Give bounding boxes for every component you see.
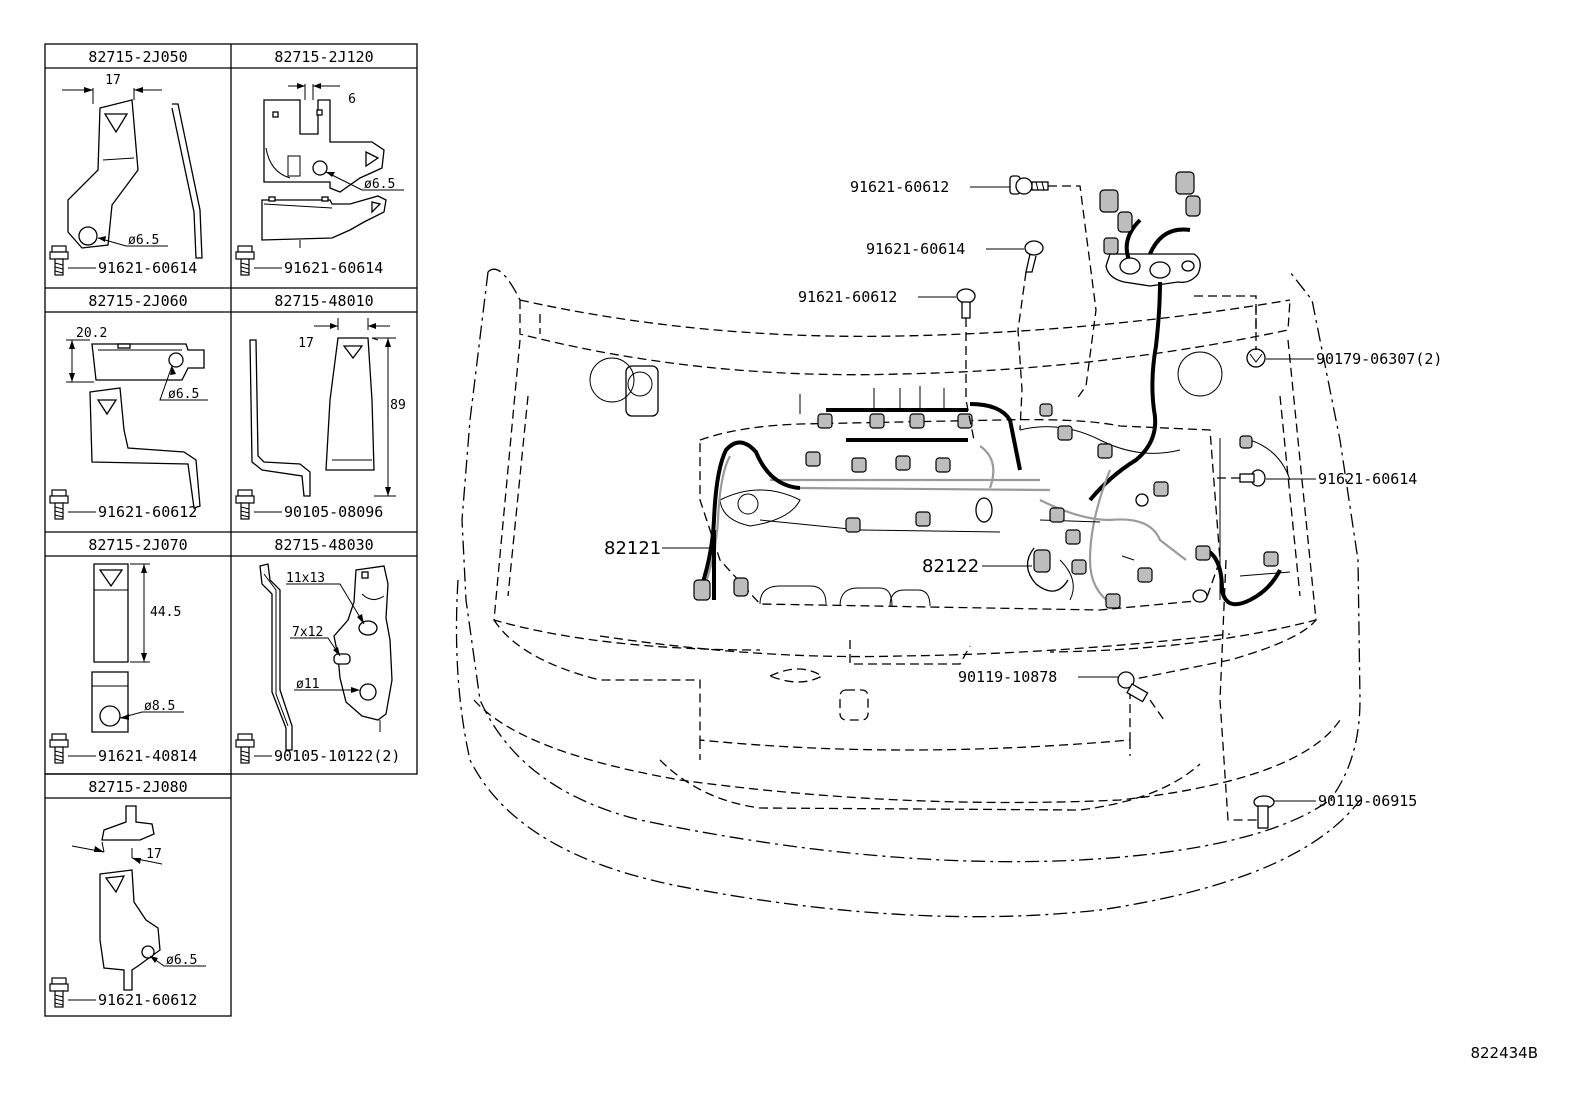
cell-2-dim-hole: ø6.5 [364,177,395,192]
bracket-2j070-drawing: 44.5 ø8.5 91621-40814 [49,563,197,765]
callout-bolt-front: 90119-10878 [958,668,1057,686]
bracket-2j060-drawing: 20.2 ø6.5 91621-60612 [49,326,208,521]
cell-7-bolt: 91621-60612 [98,991,197,1009]
cell-2-bolt: 91621-60614 [284,259,383,277]
figure-id: 822434B [1470,1044,1538,1062]
callout-bolt-top-2: 91621-60614 [866,240,965,258]
bracket-2j120-drawing: 6 ø6.5 91621-60614 [235,83,404,277]
clip-right-icon [1246,348,1266,368]
cell-5-bolt: 91621-40814 [98,747,197,765]
callout-bolt-top-3: 91621-60612 [798,288,897,306]
callout-clip-right: 90179-06307(2) [1316,350,1442,368]
cell-7-dim-width: 17 [146,847,162,862]
bolt-top-1-icon [1009,175,1049,195]
callout-harness-left: 82121 [604,538,661,559]
cell-6-bolt: 90105-10122(2) [274,747,400,765]
cell-4-part: 82715-48010 [274,292,373,310]
cell-7-part: 82715-2J080 [88,778,187,796]
callout-harness-right: 82122 [922,556,979,577]
cell-3-part: 82715-2J060 [88,292,187,310]
bolt-bottom-right-icon [1253,795,1275,829]
bolt-right-icon [1239,469,1266,487]
bolt-top-2-icon [1024,240,1044,273]
cell-4-bolt: 90105-08096 [284,503,383,521]
cell-3-dim-height: 20.2 [76,326,107,341]
cell-1-dim-width: 17 [105,73,121,88]
cell-2-dim-width: 6 [348,92,356,107]
cell-2-part: 82715-2J120 [274,48,373,66]
cell-6-dim-hole-1: 11x13 [286,571,325,586]
callouts: 91621-60612 91621-60614 91621-60612 9017… [604,178,1442,810]
inset-table: 82715-2J050 82715-2J120 82715-2J060 8271… [44,43,418,1017]
cell-1-dim-hole: ø6.5 [128,233,159,248]
connectors [693,171,1279,609]
bracket-2j050-drawing: 17 ø6.5 91621-60614 [49,73,203,277]
callout-bolt-top-1: 91621-60612 [850,178,949,196]
cell-4-dim-height: 89 [390,398,406,413]
bracket-48010-drawing: 17 89 90105-08096 [235,318,406,521]
bolt-top-3-icon [956,288,976,319]
bracket-48030-drawing: 11x13 7x12 ø11 90105-10122(2) [235,563,400,765]
cell-4-dim-width: 17 [298,336,314,351]
cell-3-dim-hole: ø6.5 [168,387,199,402]
cell-6-part: 82715-48030 [274,536,373,554]
cell-5-dim-height: 44.5 [150,605,181,620]
cell-5-part: 82715-2J070 [88,536,187,554]
cell-6-dim-hole-2: 7x12 [292,625,323,640]
cell-6-dim-hole-3: ø11 [296,677,319,692]
cell-3-bolt: 91621-60612 [98,503,197,521]
cell-5-dim-hole: ø8.5 [144,699,175,714]
cell-7-dim-hole: ø6.5 [166,953,197,968]
callout-bolt-bottom-right: 90119-06915 [1318,792,1417,810]
bolt-front-icon [1117,671,1149,703]
bracket-2j080-drawing: 17 ø6.5 91621-60612 [49,805,206,1009]
engine-bay-drawing [455,171,1361,918]
cell-1-bolt: 91621-60614 [98,259,197,277]
callout-bolt-right: 91621-60614 [1318,470,1417,488]
cell-1-part: 82715-2J050 [88,48,187,66]
